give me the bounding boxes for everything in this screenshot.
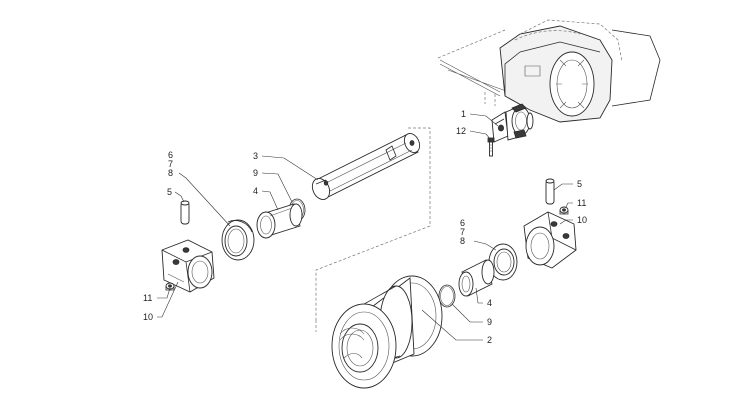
bushing-part-4-upper — [256, 203, 303, 239]
callout-part-6-right: 6 — [460, 218, 465, 228]
callout-part-10-right: 10 — [577, 215, 587, 225]
callout-part-8-right: 8 — [460, 236, 465, 246]
callout-part-11-right: 11 — [577, 198, 586, 208]
seal-ring-group-left — [221, 219, 255, 261]
callout-part-1: 1 — [461, 109, 466, 119]
seal-assembly-part-1 — [491, 103, 534, 143]
callout-part-12: 12 — [456, 126, 466, 136]
bolt-part-11-left — [165, 282, 175, 291]
seal-ring-group-right — [488, 243, 518, 281]
callout-part-2: 2 — [487, 335, 492, 345]
assembly-guide-lines — [315, 127, 431, 332]
bolt-part-12 — [487, 137, 495, 157]
callout-part-5-left: 5 — [167, 187, 172, 197]
callout-part-7-left: 7 — [168, 159, 173, 169]
pin-part-5-left — [180, 200, 190, 225]
bushing-part-4-lower — [458, 259, 495, 297]
callout-part-5-right: 5 — [577, 179, 582, 189]
callout-part-10-left: 10 — [143, 312, 153, 322]
o-ring-part-9-lower — [438, 284, 456, 308]
collar-part-10-right — [523, 211, 577, 269]
callout-part-4-upper: 4 — [253, 186, 258, 196]
machine-frame — [437, 19, 661, 123]
leader-lines — [157, 113, 573, 341]
callout-part-8-left: 8 — [168, 168, 173, 178]
shaft-part-3 — [311, 133, 421, 200]
collar-part-10-left — [161, 239, 215, 293]
callout-labels: 1 12 3 9 4 6 7 8 5 11 10 5 11 10 6 7 8 4… — [143, 109, 587, 345]
callout-part-4-lower: 4 — [487, 298, 492, 308]
callout-part-7-right: 7 — [460, 227, 465, 237]
callout-part-6-left: 6 — [168, 150, 173, 160]
track-roller-part-2 — [331, 275, 443, 389]
callout-part-3: 3 — [253, 151, 258, 161]
bolt-part-11-right — [559, 206, 569, 215]
callout-part-9-lower: 9 — [487, 317, 492, 327]
pin-part-5-right — [545, 178, 555, 205]
callout-part-11-left: 11 — [143, 293, 152, 303]
callout-part-9-upper: 9 — [253, 168, 258, 178]
